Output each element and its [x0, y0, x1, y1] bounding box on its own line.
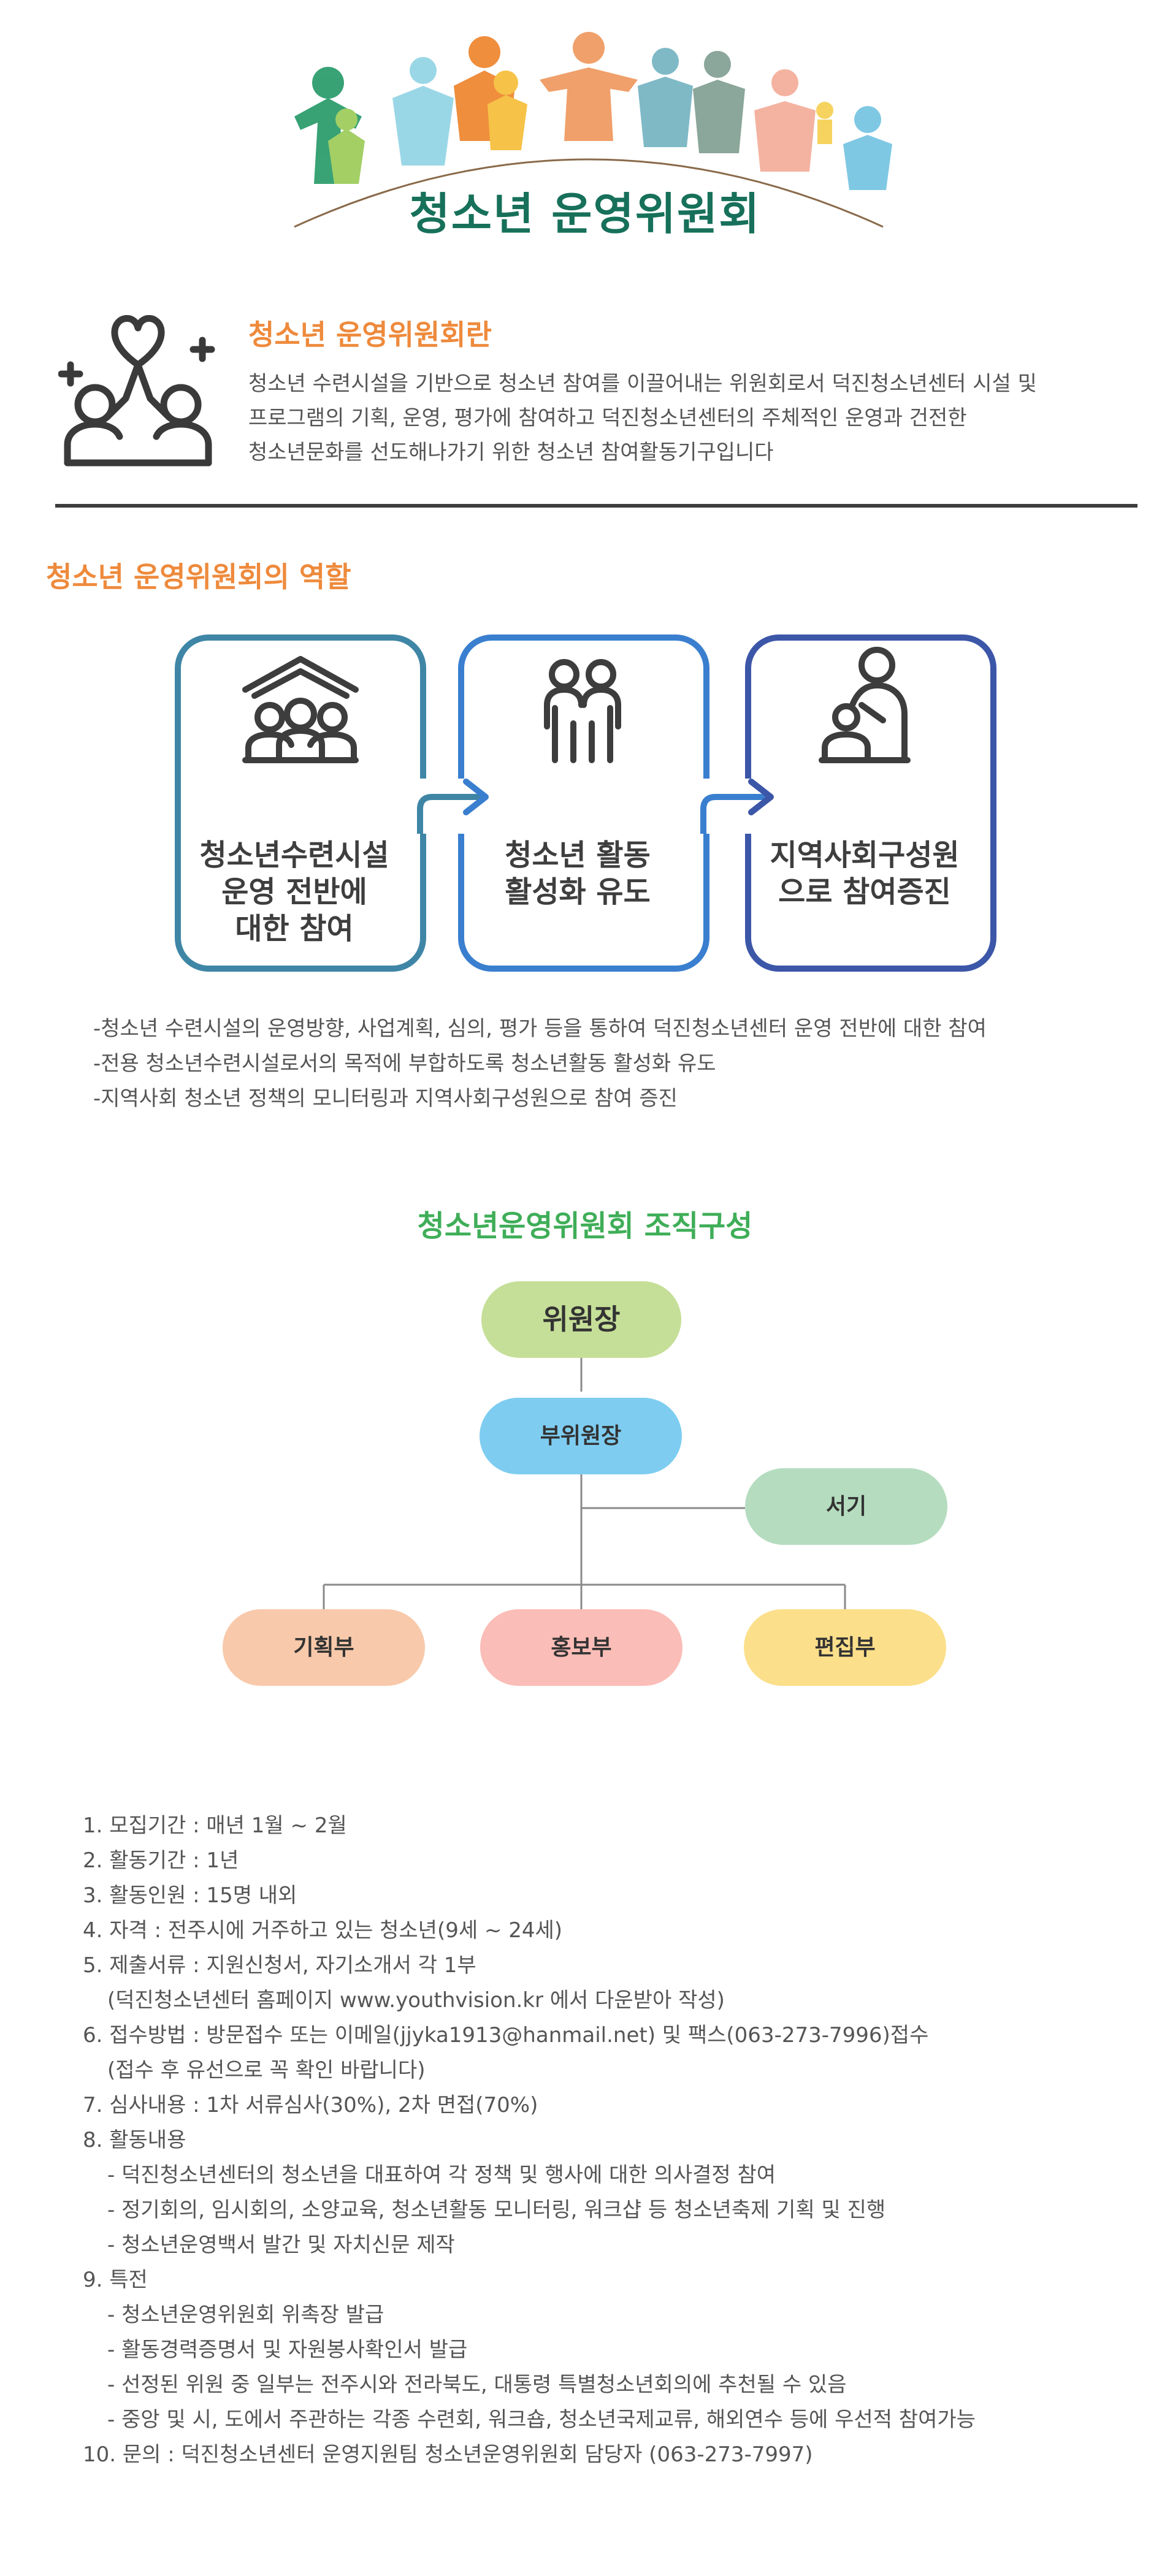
- role-label-line: 청소년 활동: [505, 838, 651, 872]
- roles-diagram: [175, 634, 996, 972]
- figure-lightgreen: [328, 109, 365, 184]
- org-node-chair: 위원장: [481, 1281, 681, 1358]
- org-node-secretary: 서기: [745, 1468, 947, 1545]
- role-description: -전용 청소년수련시설로서의 목적에 부합하도록 청소년활동 활성화 유도: [93, 1051, 716, 1076]
- role-label-line: 대한 참여: [235, 912, 354, 946]
- info-line: - 중앙 및 시, 도에서 주관하는 각종 수련회, 워크숍, 청소년국제교류,…: [107, 2407, 976, 2432]
- figure-pink: [754, 69, 816, 172]
- info-line: (덕진청소년센터 홈페이지 www.youthvision.kr 에서 다운받아…: [107, 1988, 725, 2013]
- intro-text-line: 청소년 수련시설을 기반으로 청소년 참여를 이끌어내는 위원회로서 덕진청소년…: [248, 372, 1037, 396]
- info-line: - 활동경력증명서 및 자원봉사확인서 발급: [107, 2338, 468, 2362]
- role-label-line: 활성화 유도: [505, 875, 651, 909]
- info-line: - 덕진청소년센터의 청소년을 대표하여 각 정책 및 행사에 대한 의사결정 …: [107, 2163, 776, 2187]
- intro-text-line: 프로그램의 기획, 운영, 평가에 참여하고 덕진청소년센터의 주체적인 운영과…: [248, 406, 967, 430]
- info-line: - 청소년운영위원회 위촉장 발급: [107, 2303, 384, 2327]
- figure-yellow: [488, 70, 527, 150]
- figure-lightblue: [392, 57, 454, 166]
- org-heading: 청소년운영위원회 조직구성: [417, 1209, 753, 1243]
- header-people-illustration: [294, 32, 892, 228]
- info-line: 6. 접수방법 : 방문접수 또는 이메일(jjyka1913@hanmail.…: [83, 2023, 929, 2048]
- figure-yellow-small: [816, 102, 833, 144]
- org-node-pr: 홍보부: [480, 1609, 682, 1686]
- community-house-icon: [242, 656, 359, 763]
- info-line: 4. 자격 : 전주시에 거주하고 있는 청소년(9세 ~ 24세): [83, 1918, 563, 1943]
- heart-hands-icon: [58, 314, 215, 467]
- section-divider: [55, 504, 1138, 508]
- role-card-2-label: 청소년 활동 활성화 유도: [464, 837, 691, 910]
- info-line: 2. 활동기간 : 1년: [83, 1848, 239, 1873]
- role-description: -청소년 수련시설의 운영방향, 사업계획, 심의, 평가 등을 통하여 덕진청…: [93, 1016, 987, 1041]
- role-label-line: 운영 전반에: [221, 875, 367, 909]
- figure-peach: [540, 32, 638, 141]
- org-node-planning: 기획부: [223, 1609, 425, 1686]
- info-line: - 선정된 위원 중 일부는 전주시와 전라북도, 대통령 특별청소년회의에 추…: [107, 2372, 847, 2397]
- info-line: (접수 후 유선으로 꼭 확인 바랍니다): [107, 2058, 426, 2083]
- two-people-icon: [544, 659, 621, 763]
- figure-teal: [638, 48, 693, 147]
- role-label-line: 으로 참여증진: [778, 875, 951, 909]
- info-line: 8. 활동내용: [83, 2128, 186, 2152]
- info-line: 10. 문의 : 덕진청소년센터 운영지원팀 청소년운영위원회 담당자 (063…: [83, 2442, 813, 2467]
- info-line: 5. 제출서류 : 지원신청서, 자기소개서 각 1부: [83, 1953, 476, 1978]
- info-line: 1. 모집기간 : 매년 1월 ~ 2월: [83, 1813, 347, 1838]
- arrow-2: [700, 794, 767, 834]
- role-label-line: 청소년수련시설: [199, 838, 389, 872]
- org-node-vice-chair: 부위원장: [480, 1398, 682, 1474]
- adult-child-icon: [819, 647, 911, 763]
- info-line: - 정기회의, 임시회의, 소양교육, 청소년활동 모니터링, 워크샵 등 청소…: [107, 2198, 886, 2222]
- roles-heading: 청소년 운영위원회의 역할: [46, 560, 351, 593]
- intro-text-line: 청소년문화를 선도해나가기 위한 청소년 참여활동기구입니다: [248, 440, 774, 465]
- role-card-2: [458, 634, 709, 972]
- figure-gray: [693, 51, 745, 153]
- info-line: - 청소년운영백서 발간 및 자치신문 제작: [107, 2233, 455, 2257]
- figure-skyblue: [843, 106, 892, 190]
- info-line: 9. 특전: [83, 2268, 148, 2292]
- arrow-1: [417, 794, 481, 834]
- page-title: 청소년 운영위원회: [409, 188, 761, 240]
- intro-heading: 청소년 운영위원회란: [248, 318, 492, 351]
- info-line: 7. 심사내용 : 1차 서류심사(30%), 2차 면접(70%): [83, 2093, 538, 2117]
- org-node-editing: 편집부: [744, 1609, 946, 1686]
- role-description: -지역사회 청소년 정책의 모니터링과 지역사회구성원으로 참여 증진: [93, 1086, 678, 1111]
- info-line: 3. 활동인원 : 15명 내외: [83, 1883, 297, 1908]
- role-label-line: 지역사회구성원: [770, 838, 960, 872]
- role-card-3-label: 지역사회구성원 으로 참여증진: [751, 837, 978, 910]
- role-card-1-label: 청소년수련시설 운영 전반에 대한 참여: [181, 837, 408, 947]
